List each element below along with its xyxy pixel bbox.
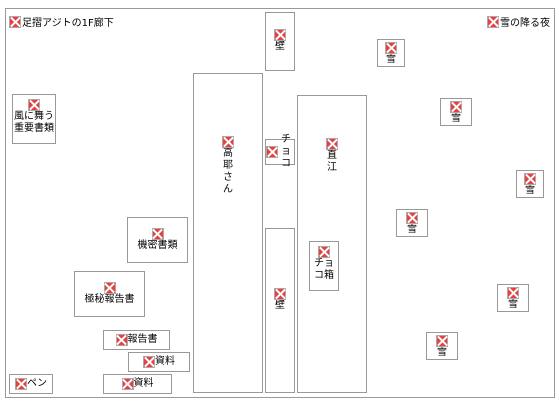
broken-image-icon [28,99,40,111]
broken-image-icon [266,146,278,158]
material-item-2[interactable]: 資料 [103,374,172,394]
broken-image-icon [326,138,338,150]
broken-image-icon [274,288,286,300]
naoe-label: 直江 [327,150,337,173]
map-title-text: 足摺アジトの1F廊下 [22,18,114,29]
snow-item-6[interactable]: 雪 [426,332,458,360]
corridor-map: 足摺アジトの1F廊下 雪の降る夜 風に舞う重要書類 壁 高耶さん チョコ 壁 直… [5,8,555,398]
takaya-area[interactable]: 高耶さん [193,73,263,393]
snowy-night-label: 雪の降る夜 [487,14,550,29]
report-label: 報告書 [127,334,158,345]
material-label-1: 資料 [155,356,175,367]
broken-image-icon [450,101,462,113]
broken-image-icon [487,15,499,28]
snow-item-2[interactable]: 雪 [440,98,472,126]
broken-image-icon [222,136,234,148]
broken-image-icon [15,378,27,390]
choco-label: チョコ [281,134,291,169]
snow-label-5: 雪 [508,299,518,310]
broken-image-icon [507,287,519,299]
choco-item[interactable]: チョコ [265,134,295,169]
secret-docs-item[interactable]: 機密書類 [127,217,188,263]
snow-item-5[interactable]: 雪 [497,284,529,312]
broken-image-icon [143,356,155,368]
snowy-night-text: 雪の降る夜 [500,18,550,29]
pen-item[interactable]: ペン [9,374,53,394]
wind-docs-item[interactable]: 風に舞う重要書類 [12,94,56,144]
material-item-1[interactable]: 資料 [128,352,190,372]
broken-image-icon [385,42,397,54]
wall-bottom-label: 壁 [275,300,285,311]
snow-label-3: 雪 [525,185,535,196]
snow-label-4: 雪 [407,224,417,235]
report-item[interactable]: 報告書 [103,330,170,350]
snow-label-1: 雪 [386,54,396,65]
snow-label-6: 雪 [437,347,447,358]
snow-label-2: 雪 [451,113,461,124]
broken-image-icon [103,282,116,294]
broken-image-icon [274,29,286,41]
top-secret-report-label: 極秘報告書 [84,294,135,305]
broken-image-icon [524,173,536,185]
wind-docs-label: 風に舞う重要書類 [14,111,54,134]
pen-label: ペン [27,378,47,389]
takaya-label: 高耶さん [223,148,233,195]
material-label-2: 資料 [133,378,154,389]
broken-image-icon [115,334,128,346]
snow-item-3[interactable]: 雪 [516,170,544,198]
top-secret-report-item[interactable]: 極秘報告書 [74,271,145,317]
broken-image-icon [406,212,418,224]
secret-docs-label: 機密書類 [137,240,178,251]
map-title: 足摺アジトの1F廊下 [9,14,114,29]
choco-box-item[interactable]: チョコ箱 [309,241,339,291]
snow-item-4[interactable]: 雪 [396,209,428,237]
choco-box-label: チョコ箱 [314,258,334,281]
snow-item-1[interactable]: 雪 [377,39,405,67]
broken-image-icon [9,15,21,28]
wall-top-label: 壁 [275,41,285,52]
wall-top: 壁 [265,12,295,71]
broken-image-icon [318,246,330,258]
broken-image-icon [121,378,134,390]
broken-image-icon [436,335,448,347]
broken-image-icon [151,228,164,240]
wall-bottom: 壁 [265,228,295,393]
